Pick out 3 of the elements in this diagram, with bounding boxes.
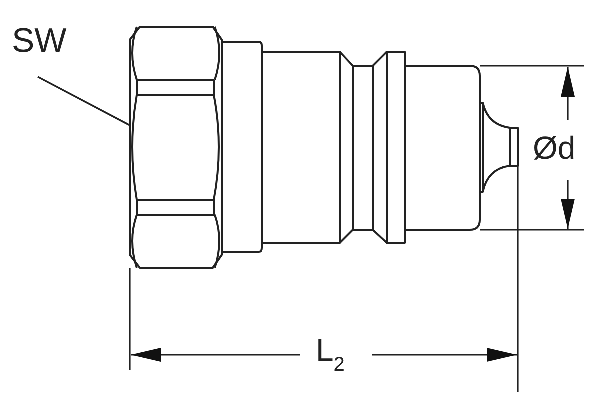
part-label: SW (12, 22, 67, 60)
leader-line (38, 76, 130, 126)
dimension-label: Ød (533, 130, 576, 166)
